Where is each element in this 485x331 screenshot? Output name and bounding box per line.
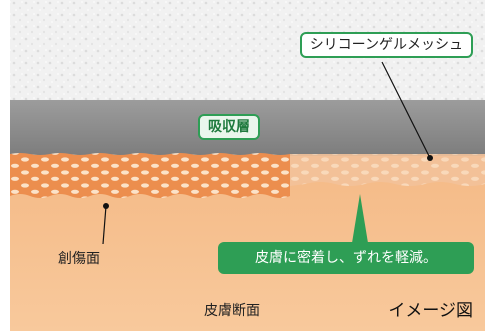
wound-surface-label: 創傷面	[58, 251, 100, 267]
mesh-leader-dot	[427, 155, 433, 161]
adhesion-callout: 皮膚に密着し、ずれを軽減。	[218, 242, 474, 274]
skin-section-label: 皮膚断面	[204, 303, 260, 319]
silicone-gel-mesh-label: シリコーンゲルメッシュ	[299, 32, 473, 58]
image-note-label: イメージ図	[388, 301, 473, 321]
wound-leader-dot	[103, 203, 109, 209]
gel-mesh-wound-section	[10, 153, 290, 198]
gel-mesh-skin-section	[290, 154, 485, 186]
mesh-leader-line	[381, 61, 431, 159]
absorbent-layer-label: 吸収層	[198, 114, 260, 140]
callout-pointer	[352, 194, 368, 243]
wound-leader-line	[102, 205, 107, 245]
